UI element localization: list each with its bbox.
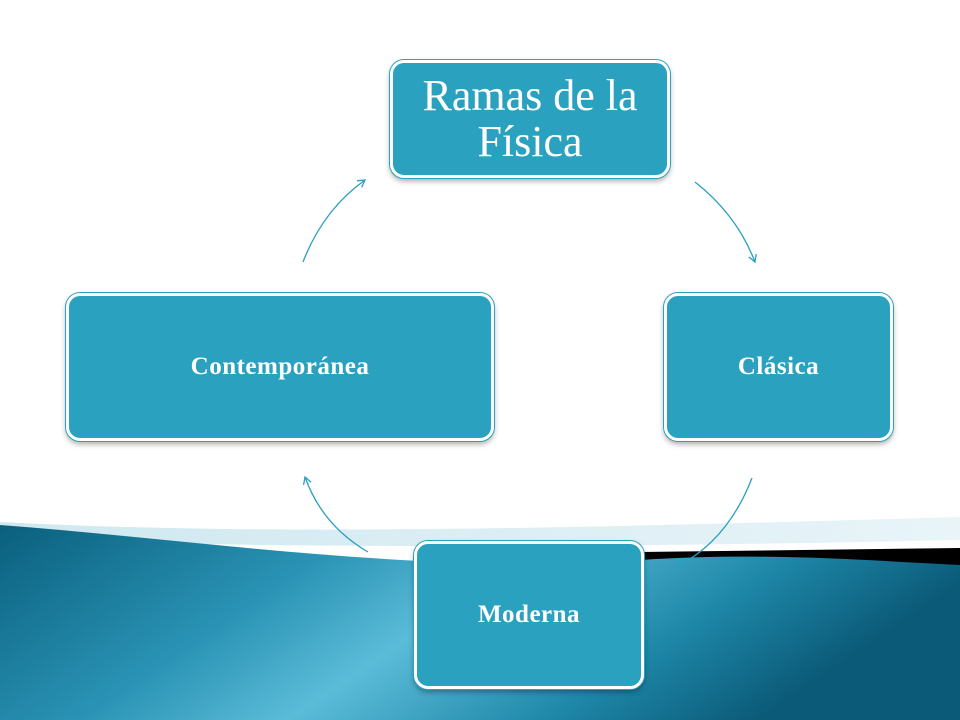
node-moderna: Moderna (414, 541, 644, 689)
arrow-top-to-right (694, 181, 757, 264)
wave-pale-band (0, 517, 960, 546)
node-label-left: Contemporánea (190, 353, 370, 380)
node-ramas-de-la-fisica: Ramas de la Física (390, 60, 670, 178)
arrow-bottom-to-left (302, 475, 369, 553)
arrow-right-to-bottom (676, 477, 753, 567)
arrow-left-to-top (302, 179, 367, 263)
node-label-right: Clásica (737, 353, 820, 380)
node-contemporanea: Contemporánea (66, 293, 494, 441)
node-clasica: Clásica (664, 293, 893, 441)
node-label-bottom: Moderna (477, 601, 581, 628)
node-label-top: Ramas de la Física (422, 70, 638, 166)
